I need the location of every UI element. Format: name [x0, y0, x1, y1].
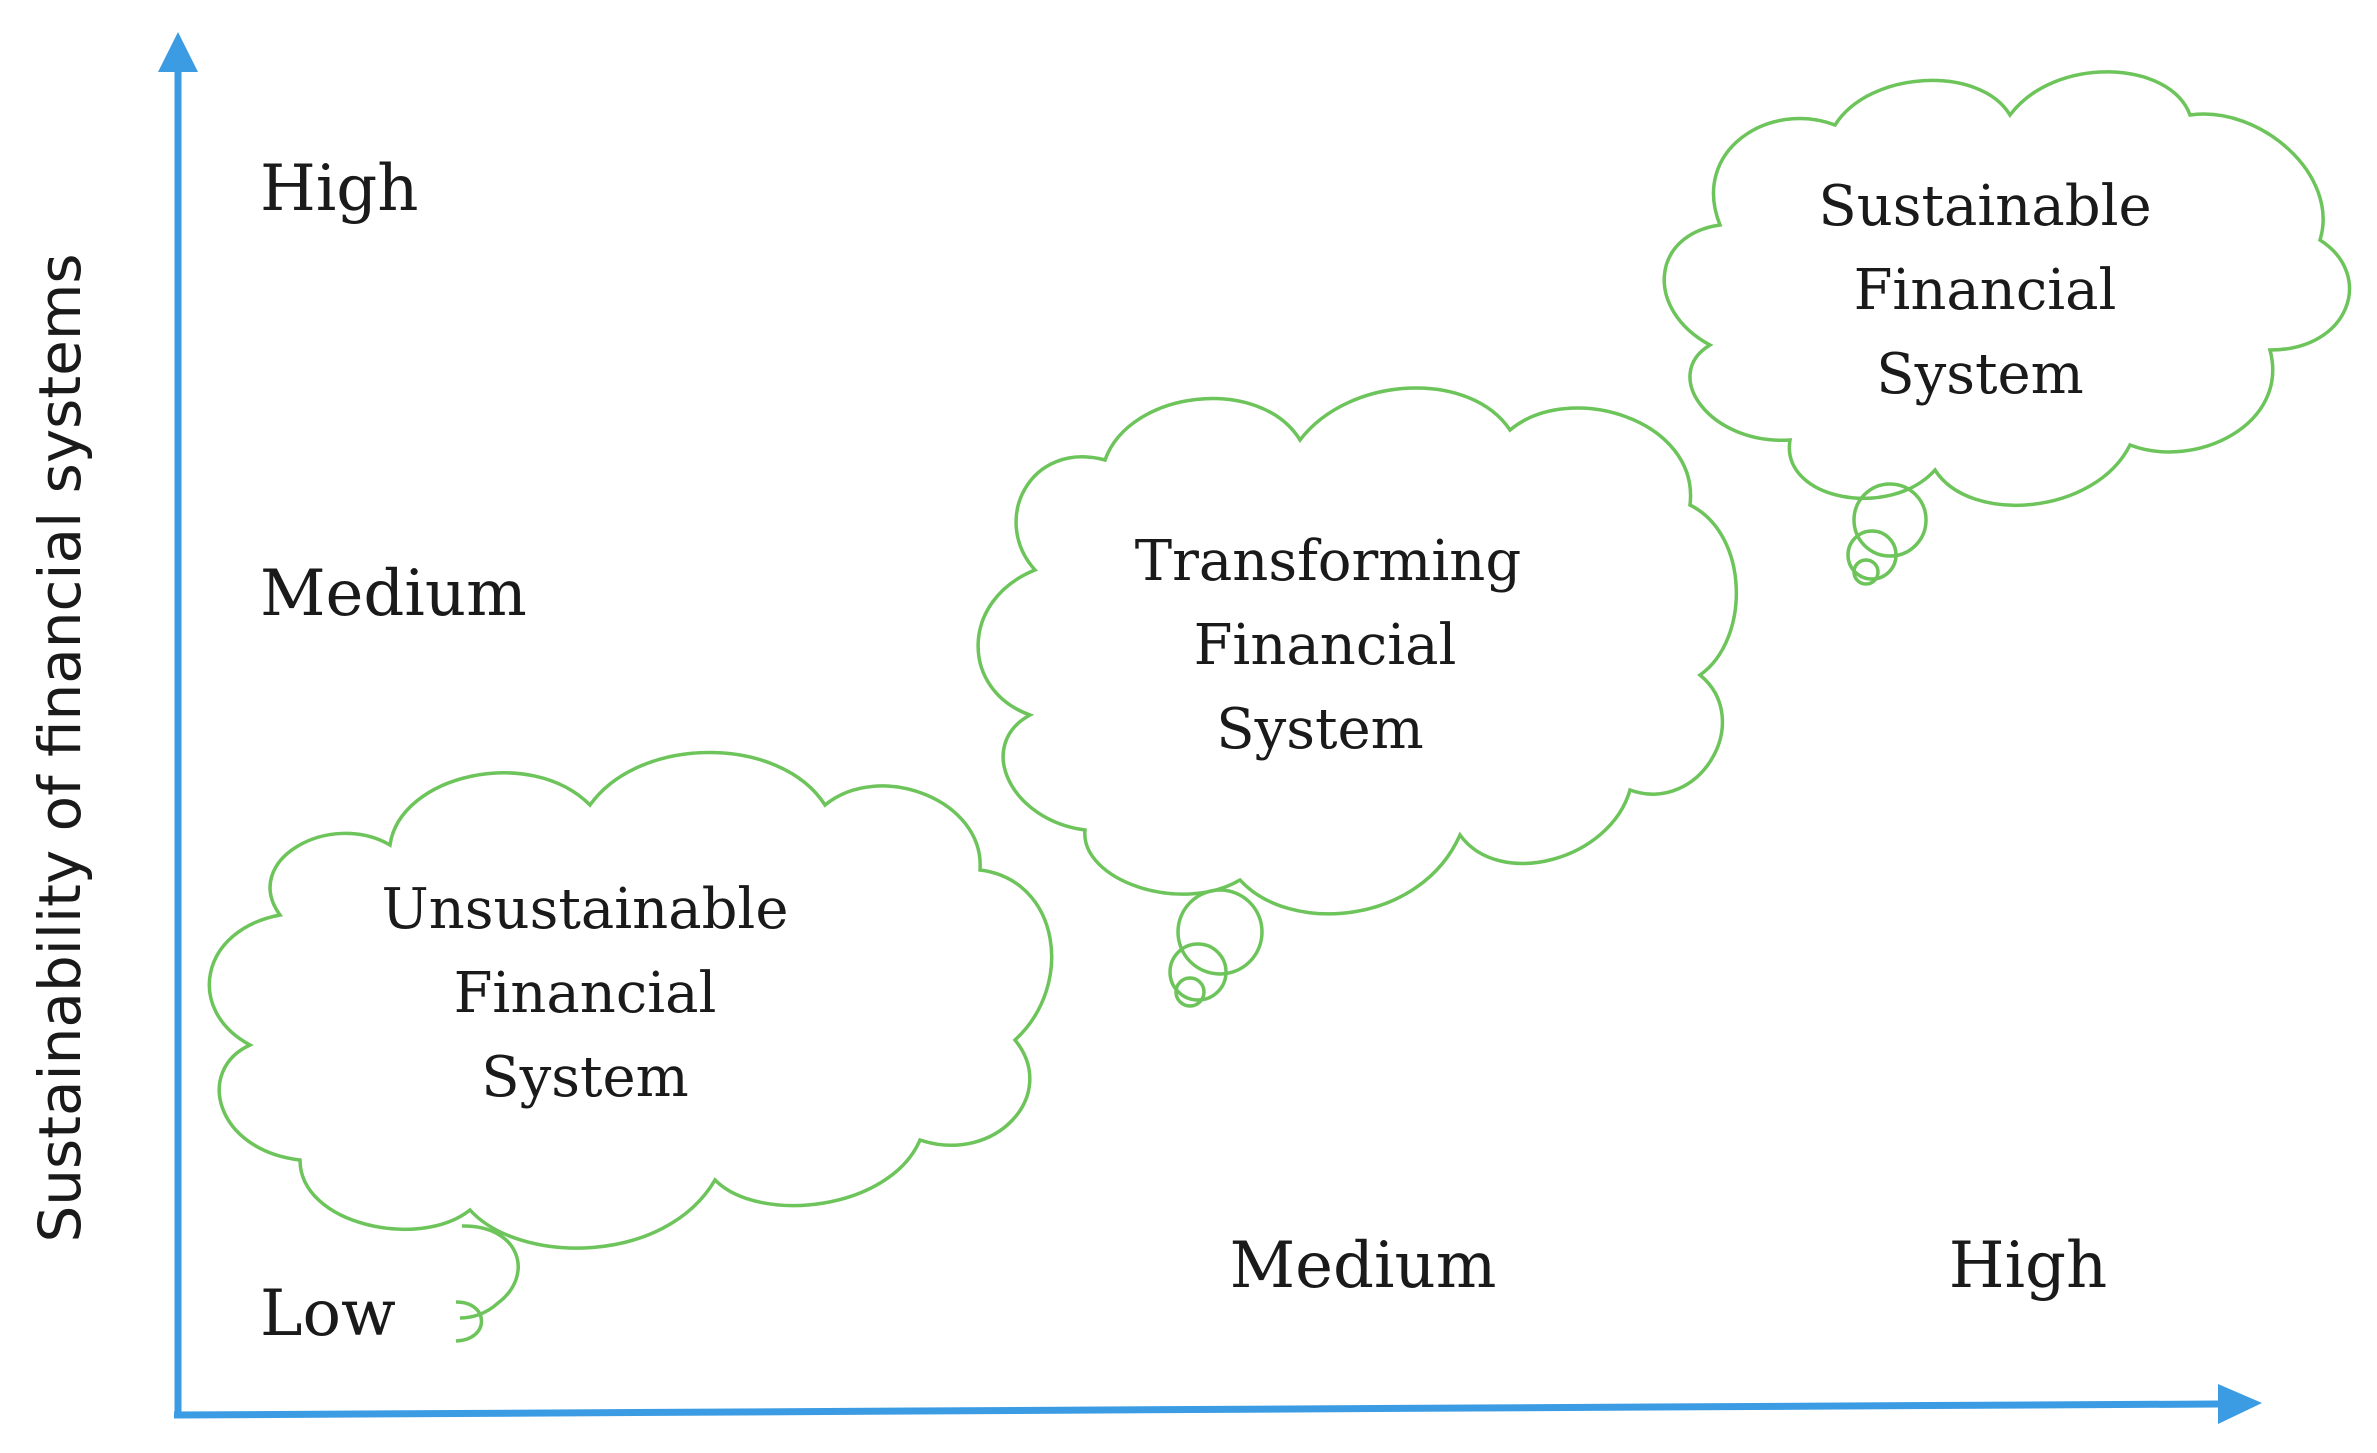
cloud-unsustainable-tail-bubble-small [455, 1300, 484, 1343]
cloud-transforming-tail-bubble-large [1176, 888, 1264, 976]
y-axis-title: Sustainability of financial systems [26, 253, 94, 1242]
cloud-sustainable-line3: System [1876, 342, 2083, 407]
y-level-high: High [260, 152, 418, 226]
cloud-transforming-line2: Financial [1194, 613, 1457, 678]
cloud-unsustainable-line2: Financial [454, 961, 717, 1026]
cloud-sustainable-line1: Sustainable [1818, 174, 2151, 239]
x-axis-arrowhead [2218, 1384, 2262, 1424]
cloud-transforming-tail-bubble-small [1174, 976, 1206, 1008]
cloud-sustainable: Sustainable Financial System [1662, 70, 2352, 586]
cloud-unsustainable-line1: Unsustainable [382, 877, 789, 942]
cloud-transforming-line1: Transforming [1135, 529, 1521, 594]
cloud-transforming-tail-bubble-medium [1168, 942, 1228, 1002]
cloud-unsustainable-outline [207, 750, 1054, 1250]
x-axis-line [173, 1400, 2219, 1419]
axes [158, 32, 2262, 1424]
x-level-medium: Medium [1230, 1229, 1497, 1303]
cloud-unsustainable: Unsustainable Financial System [207, 750, 1054, 1343]
cloud-sustainable-outline [1662, 70, 2352, 507]
y-level-low: Low [260, 1277, 396, 1351]
cloud-sustainable-tail-bubble-large [1852, 482, 1928, 558]
cloud-transforming-line3: System [1216, 697, 1423, 762]
y-axis-arrowhead [158, 32, 198, 72]
cloud-unsustainable-tail-bubble-large [459, 1224, 520, 1320]
x-level-high: High [1949, 1229, 2107, 1303]
cloud-sustainable-line2: Financial [1854, 258, 2117, 323]
cloud-sustainable-tail-bubble-medium [1846, 529, 1898, 581]
cloud-transforming: Transforming Financial System [976, 386, 1738, 1008]
cloud-sustainable-tail-bubble-small [1852, 558, 1880, 586]
y-level-medium: Medium [260, 557, 527, 631]
cloud-transforming-outline [976, 386, 1738, 916]
cloud-unsustainable-line3: System [481, 1045, 688, 1110]
